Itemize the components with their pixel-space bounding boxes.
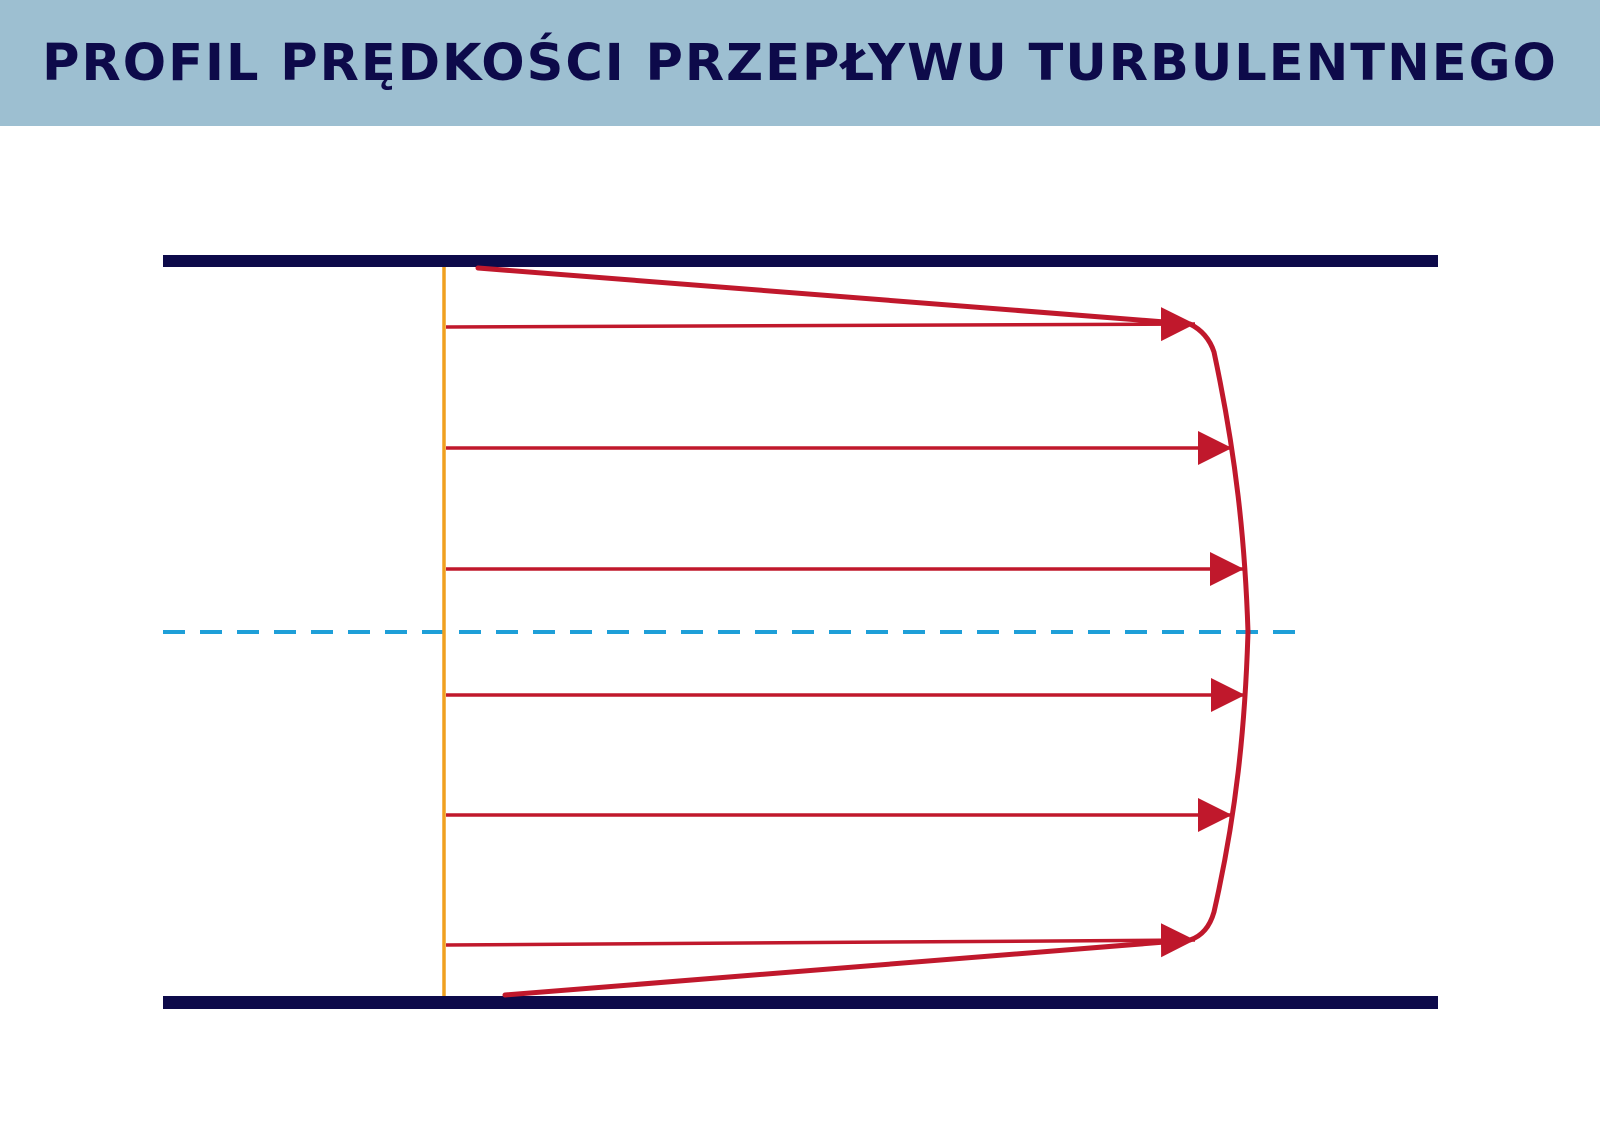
pipe-wall-bottom (163, 996, 1438, 1009)
flow-diagram-canvas (163, 255, 1438, 1009)
velocity-arrow (445, 923, 1196, 958)
velocity-arrow (445, 307, 1196, 342)
flow-diagram (0, 126, 1600, 1122)
title-banner: PROFIL PRĘDKOŚCI PRZEPŁYWU TURBULENTNEGO (0, 0, 1600, 126)
page-title: PROFIL PRĘDKOŚCI PRZEPŁYWU TURBULENTNEGO (42, 33, 1558, 93)
velocity-profile-curve (475, 265, 1251, 998)
pipe-wall-top (163, 255, 1438, 267)
